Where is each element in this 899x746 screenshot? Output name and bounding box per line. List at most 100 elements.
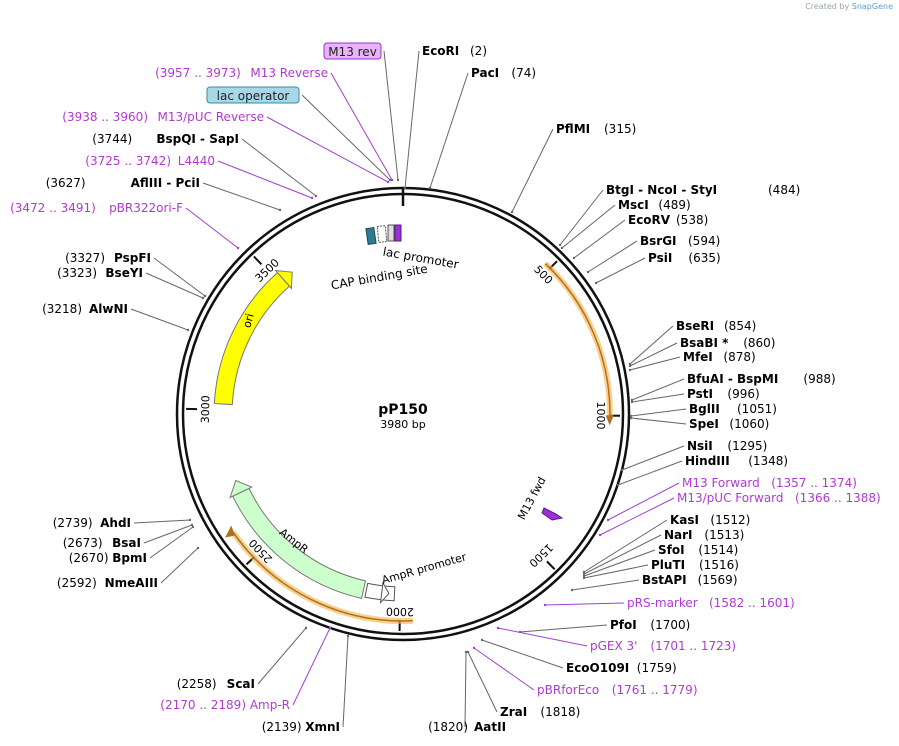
left-label-amp-r[interactable]: Amp-R(2170 .. 2189) <box>160 698 290 712</box>
right-label-nsii[interactable]: NsiI(1295) <box>687 439 767 453</box>
right-label-nari[interactable]: NarI(1513) <box>664 528 744 542</box>
right-label-m13-forward[interactable]: M13 Forward(1357 .. 1374) <box>682 476 857 490</box>
site-mark-pbrforeco <box>472 646 476 650</box>
left-label-bsai[interactable]: BsaI(2673) <box>63 536 141 550</box>
right-label-bfuai-bspmi[interactable]: BfuAI - BspMI(988) <box>687 372 836 386</box>
right-label-bstapi[interactable]: BstAPI(1569) <box>642 573 738 587</box>
site-mark-ecori <box>403 186 407 190</box>
leader-bpmi <box>149 526 194 559</box>
left-label-m13-rev[interactable]: M13 rev <box>323 42 382 60</box>
m13-rev-box <box>323 42 382 60</box>
leader-pfoi <box>519 624 608 633</box>
site-mark-mfei <box>628 368 632 372</box>
site-mark-pgex-3 <box>496 626 500 630</box>
left-label-alwni[interactable]: AlwNI(3218) <box>42 302 128 316</box>
site-mark-m13-rev <box>396 178 400 182</box>
site-mark-aatii <box>464 650 468 654</box>
left-label-l4440[interactable]: L4440(3725 .. 3742) <box>85 154 215 168</box>
right-label-sfoi[interactable]: SfoI(1514) <box>658 543 738 557</box>
right-label-paci[interactable]: PacI (74) <box>471 66 536 80</box>
site-mark-xmni <box>346 634 350 638</box>
leader-pflmi <box>511 128 554 213</box>
nmeaiii-name: NmeAIII <box>105 576 158 590</box>
lac-promoter-block <box>376 225 388 243</box>
leader-xmni <box>342 635 349 728</box>
right-label-ecorv[interactable]: EcoRV(538) <box>628 213 708 227</box>
right-label-psii[interactable]: PsiI(635) <box>648 251 721 265</box>
m13-fwd-feature: M13 fwd <box>515 475 564 522</box>
right-label-pfoi[interactable]: PfoI(1700) <box>610 618 690 632</box>
ampr-promoter-arrowhead <box>379 581 390 605</box>
left-label-xmni[interactable]: XmnI(2139) <box>262 720 340 734</box>
leader-pspfi <box>153 257 206 297</box>
ampr-promoter-feature-body <box>364 582 396 602</box>
tick-label-1000: 1000 <box>594 402 607 430</box>
amp-r-pos: (2170 .. 2189) <box>160 698 246 712</box>
leader-m13-puc-reverse <box>266 116 389 183</box>
right-label-prs-marker[interactable]: pRS-marker(1582 .. 1601) <box>627 596 795 610</box>
site-mark-spei <box>629 416 633 420</box>
right-label-pflmi[interactable]: PflMI(315) <box>556 122 636 136</box>
left-label-m13-reverse[interactable]: M13 Reverse(3957 .. 3973) <box>155 66 328 80</box>
xmni-name: XmnI <box>305 720 340 734</box>
leader-bsai <box>143 524 193 544</box>
site-mark-bseyi <box>201 296 205 300</box>
nsii-pos: (1295) <box>727 439 767 453</box>
right-label-pgex-3[interactable]: pGEX 3'(1701 .. 1723) <box>590 639 736 653</box>
right-label-zrai[interactable]: ZraI(1818) <box>500 705 580 719</box>
right-label-bsrgi[interactable]: BsrGI(594) <box>640 234 720 248</box>
right-label-btgi-ncoi-styi[interactable]: BtgI - NcoI - StyI(484) <box>606 183 800 197</box>
site-mark-ecoo109i <box>480 638 484 642</box>
right-label-ecoo109i[interactable]: EcoO109I(1759) <box>566 661 677 675</box>
site-mark-ecorv <box>572 256 576 260</box>
right-label-pluti[interactable]: PluTI (1516) <box>651 558 739 572</box>
right-label-bsabi[interactable]: BsaBI *(860) <box>680 336 775 350</box>
leader-bsabi <box>629 342 678 367</box>
bspqi-sapi-pos: (3744) <box>92 132 132 146</box>
left-label-pbr322ori-f[interactable]: pBR322ori-F(3472 .. 3491) <box>10 201 183 215</box>
m13-fwd-label: M13 fwd <box>515 475 548 522</box>
pgex-3-name: pGEX 3' <box>590 639 637 653</box>
right-label-ecori[interactable]: EcoRI(2) <box>422 44 487 58</box>
right-label-bglii[interactable]: BglII(1051) <box>689 402 777 416</box>
pluti-name: PluTI <box>651 558 685 572</box>
right-label-spei[interactable]: SpeI(1060) <box>689 417 769 431</box>
left-label-lac-operator[interactable]: lac operator <box>206 86 300 104</box>
site-mark-m13-puc-reverse <box>386 180 390 184</box>
paci-name: PacI <box>471 66 499 80</box>
left-label-bspqi-sapi[interactable]: BspQI - SapI(3744) <box>92 132 239 146</box>
ecoo109i-name: EcoO109I <box>566 661 629 675</box>
paci-pos: (74) <box>511 66 536 80</box>
left-label-m13-puc-reverse[interactable]: M13/pUC Reverse(3938 .. 3960) <box>62 110 264 124</box>
leader-prs-marker <box>544 602 625 606</box>
left-label-scai[interactable]: ScaI(2258) <box>177 677 255 691</box>
right-label-pbrforeco[interactable]: pBRforEco(1761 .. 1779) <box>537 683 698 697</box>
right-label-msci[interactable]: MscI(489) <box>618 198 691 212</box>
right-label-psti[interactable]: PstI(996) <box>687 387 760 401</box>
left-label-ahdi[interactable]: AhdI(2739) <box>53 516 131 530</box>
left-label-bseyi[interactable]: BseYI(3323) <box>57 266 143 280</box>
left-label-nmeaiii[interactable]: NmeAIII(2592) <box>57 576 158 590</box>
right-label-hindiii[interactable]: HindIII(1348) <box>685 454 788 468</box>
left-label-afliii-pcii[interactable]: AflIII - PciI(3627) <box>46 176 200 190</box>
right-label-mfei[interactable]: MfeI(878) <box>683 350 756 364</box>
right-label-bseri[interactable]: BseRI(854) <box>676 319 756 333</box>
tick-label-2000: 2000 <box>386 605 414 618</box>
tick-label-3000: 3000 <box>199 395 213 423</box>
m13-puc-reverse-pos: (3938 .. 3960) <box>62 110 148 124</box>
right-label-kasi[interactable]: KasI(1512) <box>670 513 750 527</box>
leader-paci <box>429 72 469 189</box>
left-label-pspfi[interactable]: PspFI(3327) <box>65 251 151 265</box>
right-label-aatii[interactable]: (1820)AatII <box>428 720 506 734</box>
nari-name: NarI <box>664 528 693 542</box>
left-label-bpmi[interactable]: BpmI(2670) <box>69 551 147 565</box>
leader-pbrforeco <box>473 647 535 691</box>
leader-pluti <box>583 564 649 579</box>
l4440-pos: (3725 .. 3742) <box>85 154 171 168</box>
bseyi-name: BseYI <box>105 266 143 280</box>
right-label-m13-puc-forward[interactable]: M13/pUC Forward(1366 .. 1388) <box>677 491 881 505</box>
pluti-pos: (1516) <box>699 558 739 572</box>
prs-marker-name: pRS-marker <box>627 596 698 610</box>
pspfi-name: PspFI <box>114 251 151 265</box>
